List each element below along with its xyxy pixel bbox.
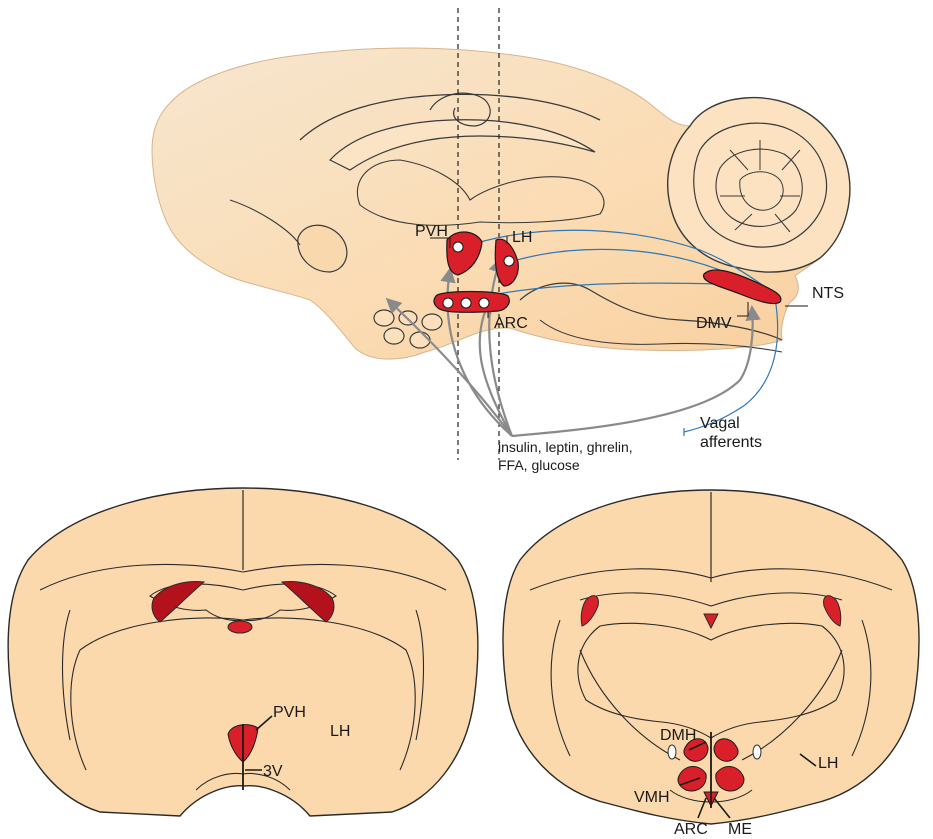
label-nts: NTS (812, 285, 844, 302)
label-pvh-coronal: PVH (273, 704, 306, 721)
label-signals-line1: insulin, leptin, ghrelin, (498, 439, 633, 455)
arc-nucleus (434, 292, 509, 313)
coronal-section-left: PVH LH 3V (8, 488, 478, 816)
label-signals-line2: FFA, glucose (498, 457, 580, 473)
label-vmh: VMH (634, 789, 670, 806)
label-lh-coronal-right: LH (818, 755, 838, 772)
sagittal-section: PVH LH ARC NTS DMV Vagal afferents insul… (152, 8, 850, 473)
label-dmv: DMV (696, 315, 732, 332)
label-3v: 3V (263, 763, 283, 780)
label-dmh: DMH (660, 727, 696, 744)
coronal-section-right: DMH VMH ARC ME LH (503, 490, 919, 838)
label-vagal: Vagal (700, 415, 740, 432)
right-fornix-left (668, 745, 676, 759)
label-pvh-sagittal: PVH (415, 223, 448, 240)
label-lh-sagittal: LH (512, 229, 532, 246)
cerebellum (668, 98, 850, 272)
left-third-ventricle-dorsal (228, 621, 252, 633)
right-fornix-right (753, 745, 761, 759)
label-arc-sagittal: ARC (494, 315, 528, 332)
label-me: ME (728, 821, 752, 838)
label-afferents: afferents (700, 434, 762, 451)
label-lh-coronal-left: LH (330, 723, 350, 740)
label-arc-coronal: ARC (674, 821, 708, 838)
